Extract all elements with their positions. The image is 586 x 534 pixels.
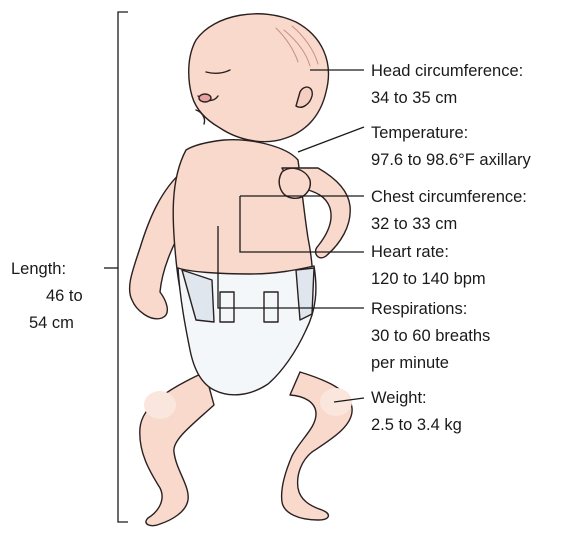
baby-head [189,14,329,142]
heart-rate-value: 120 to 140 bpm [371,270,486,288]
weight-title: Weight: [371,389,427,407]
temperature-leader [298,127,364,152]
baby-mouth [199,94,211,102]
respirations-value-line2: per minute [371,354,449,372]
respirations-value: 30 to 60 breaths [371,327,490,345]
length-value-line2: 54 cm [29,314,74,332]
chest-circumference-title: Chest circumference: [371,188,527,206]
head-circumference-value: 34 to 35 cm [371,89,457,107]
annotation-labels: Head circumference: 34 to 35 cm Temperat… [371,62,532,434]
chest-circumference-value: 32 to 33 cm [371,215,457,233]
length-value-line1: 46 to [46,287,83,305]
heart-rate-title: Heart rate: [371,243,449,261]
weight-value: 2.5 to 3.4 kg [371,416,462,434]
length-bracket [104,12,128,522]
length-label: Length: [11,260,66,278]
respirations-title: Respirations: [371,300,467,318]
diaper-tab-right [264,292,278,322]
baby-illustration [130,14,353,526]
baby-right-hand [279,168,310,198]
knee-shade-left [144,391,176,419]
temperature-value: 97.6 to 98.6°F axillary [371,151,532,169]
head-circumference-title: Head circumference: [371,62,523,80]
length-bracket-line [118,12,128,522]
temperature-title: Temperature: [371,124,468,142]
diaper-tab-left [220,292,234,322]
